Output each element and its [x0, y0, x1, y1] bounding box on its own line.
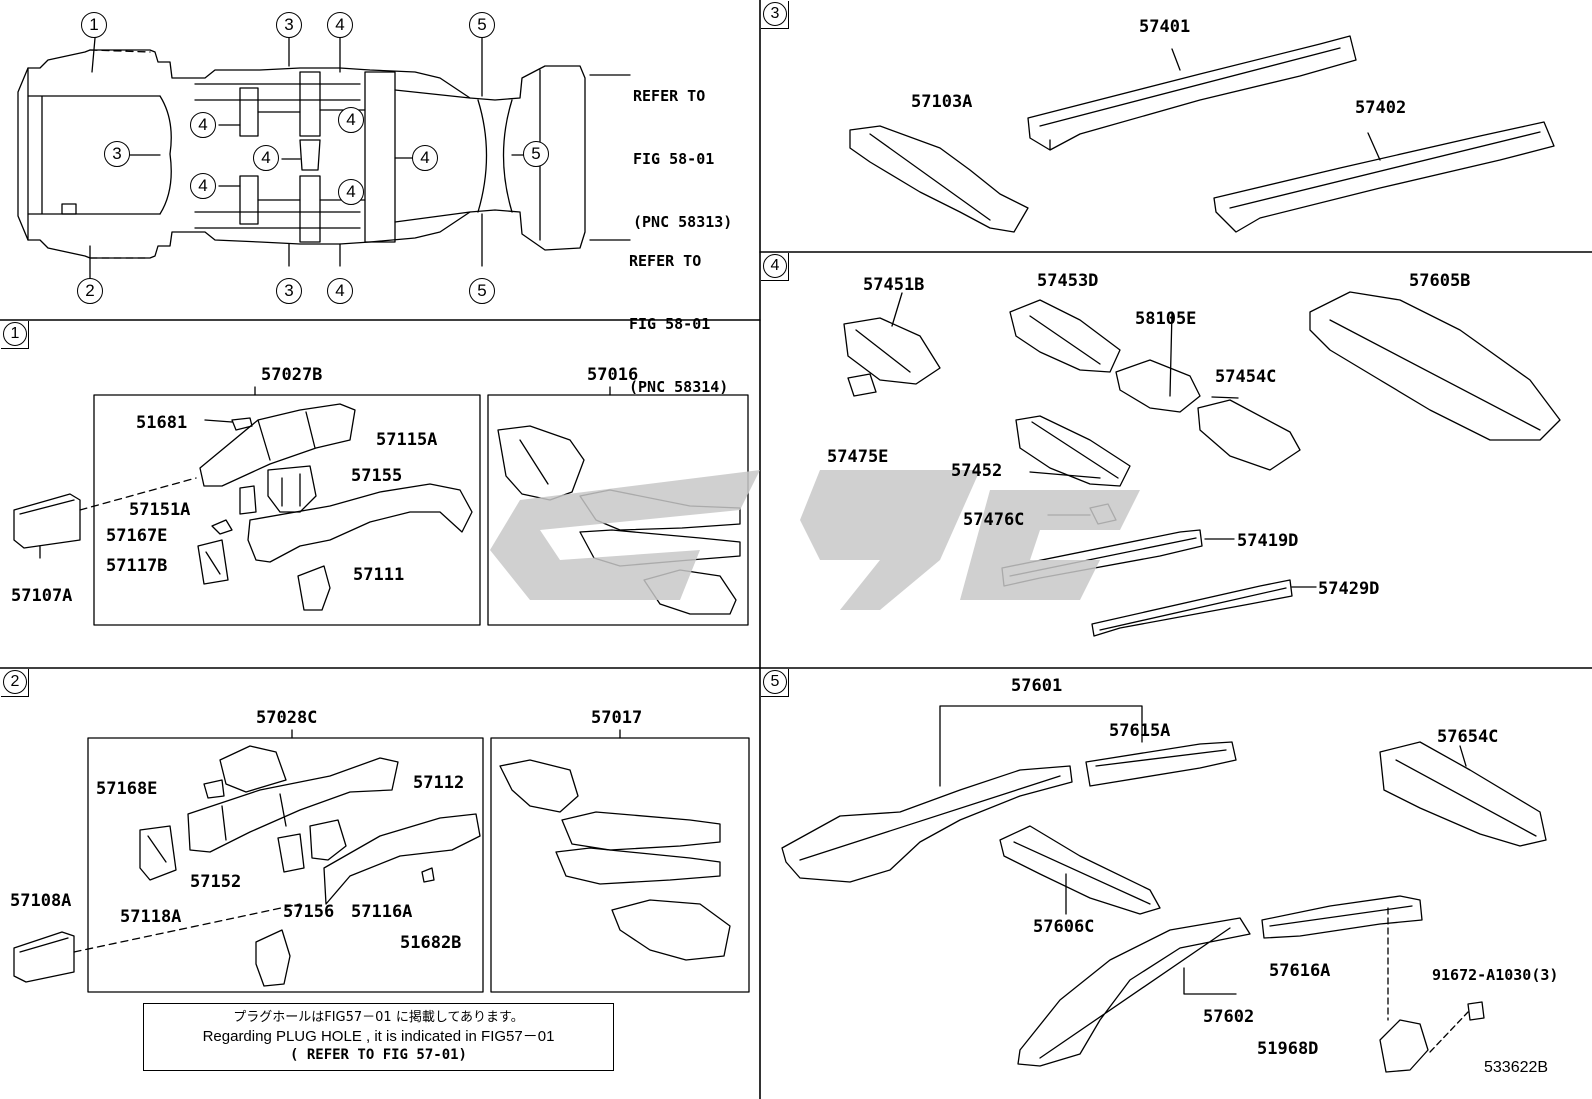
part-label[interactable]: 57117B [106, 556, 168, 576]
part-label[interactable]: 57016 [587, 365, 639, 385]
panel-2-tag: 2 [1, 669, 29, 697]
part-label[interactable]: 57028C [256, 708, 318, 728]
part-label[interactable]: 57616A [1269, 961, 1331, 981]
part-label[interactable]: 57027B [261, 365, 323, 385]
part-label[interactable]: 57168E [96, 779, 158, 799]
panel-1-tag: 1 [1, 321, 29, 349]
part-label[interactable]: 57118A [120, 907, 182, 927]
refer-bottom-line2: FIG 58-01 [629, 315, 711, 333]
part-label[interactable]: 57453D [1037, 271, 1099, 291]
part-label[interactable]: 57401 [1139, 17, 1191, 37]
panel-2-number: 2 [3, 670, 27, 694]
callout-4-right: 4 [412, 145, 438, 171]
refer-bottom-line1: REFER TO [629, 252, 702, 270]
callout-4-ul: 4 [190, 112, 216, 138]
note-refer[interactable]: ( REFER TO FIG 57-01) [289, 1047, 467, 1063]
part-label[interactable]: 57605B [1409, 271, 1471, 291]
part-label[interactable]: 57429D [1318, 579, 1380, 599]
part-label[interactable]: 57601 [1011, 676, 1063, 696]
part-label[interactable]: 57419D [1237, 531, 1299, 551]
part-label[interactable]: 57452 [951, 461, 1003, 481]
part-label[interactable]: 57103A [911, 92, 973, 112]
callout-3-bottom: 3 [276, 278, 302, 304]
panel-5-number: 5 [763, 670, 787, 694]
part-label[interactable]: 57116A [351, 902, 413, 922]
panel-4-number: 4 [763, 254, 787, 278]
part-label[interactable]: 57654C [1437, 727, 1499, 747]
callout-4-mid: 4 [253, 145, 279, 171]
panel1-parts [13, 386, 749, 626]
panel3-parts [849, 35, 1555, 233]
part-label[interactable]: 51968D [1257, 1039, 1319, 1059]
underbody-overview [17, 37, 631, 283]
callout-3-left: 3 [104, 141, 130, 167]
callout-4-top: 4 [327, 12, 353, 38]
part-label[interactable]: 57476C [963, 510, 1025, 530]
watermark [490, 470, 1140, 610]
callout-1-top: 1 [81, 12, 107, 38]
part-label[interactable]: 57402 [1355, 98, 1407, 118]
part-label[interactable]: 57451B [863, 275, 925, 295]
part-label[interactable]: 57615A [1109, 721, 1171, 741]
part-label[interactable]: 57112 [413, 773, 465, 793]
part-label[interactable]: 57108A [10, 891, 72, 911]
note-japanese: プラグホールはFIG57－01 に掲載してあります。 [233, 1010, 524, 1025]
part-label[interactable]: 57602 [1203, 1007, 1255, 1027]
part-label[interactable]: 91672-A1030(3) [1432, 966, 1559, 984]
part-label[interactable]: 57017 [591, 708, 643, 728]
part-label[interactable]: 57155 [351, 466, 403, 486]
panel-5-tag: 5 [761, 669, 789, 697]
part-label[interactable]: 57107A [11, 586, 73, 606]
callout-2-bottom: 2 [77, 278, 103, 304]
callout-5-bottom: 5 [469, 278, 495, 304]
callout-4-ur: 4 [338, 107, 364, 133]
refer-top-line3: (PNC 58313) [633, 213, 733, 231]
part-label[interactable]: 57475E [827, 447, 889, 467]
diagram-code: 533622B [1484, 1059, 1549, 1076]
refer-bottom-line3: (PNC 58314) [629, 378, 729, 396]
callout-5-top: 5 [469, 12, 495, 38]
panel-1-number: 1 [3, 322, 27, 346]
part-label[interactable]: 57115A [376, 430, 438, 450]
part-label[interactable]: 57167E [106, 526, 168, 546]
part-label[interactable]: 57152 [190, 872, 242, 892]
callout-4-bottom: 4 [327, 278, 353, 304]
refer-top-line2: FIG 58-01 [633, 150, 715, 168]
panel5-parts [781, 705, 1547, 1073]
part-label[interactable]: 57111 [353, 565, 405, 585]
callout-4-lr: 4 [338, 179, 364, 205]
panel-3-number: 3 [763, 2, 787, 26]
panel-4-tag: 4 [761, 253, 789, 281]
callout-5-right: 5 [523, 141, 549, 167]
panel2-parts [13, 729, 750, 993]
plug-hole-note: プラグホールはFIG57－01 に掲載してあります。 Regarding PLU… [143, 1003, 614, 1071]
refer-top: REFER TO FIG 58-01 (PNC 58313) [633, 44, 732, 254]
part-label[interactable]: 58105E [1135, 309, 1197, 329]
refer-bottom: REFER TO FIG 58-01 (PNC 58314) [629, 209, 728, 419]
callout-3-top: 3 [276, 12, 302, 38]
part-label[interactable]: 57156 [283, 902, 335, 922]
part-label[interactable]: 57454C [1215, 367, 1277, 387]
part-label[interactable]: 57606C [1033, 917, 1095, 937]
refer-top-line1: REFER TO [633, 87, 706, 105]
panel-3-tag: 3 [761, 1, 789, 29]
part-label[interactable]: 57151A [129, 500, 191, 520]
callout-4-ll: 4 [190, 173, 216, 199]
note-english: Regarding PLUG HOLE , it is indicated in… [202, 1028, 555, 1045]
part-label[interactable]: 51681 [136, 413, 188, 433]
part-label[interactable]: 51682B [400, 933, 462, 953]
